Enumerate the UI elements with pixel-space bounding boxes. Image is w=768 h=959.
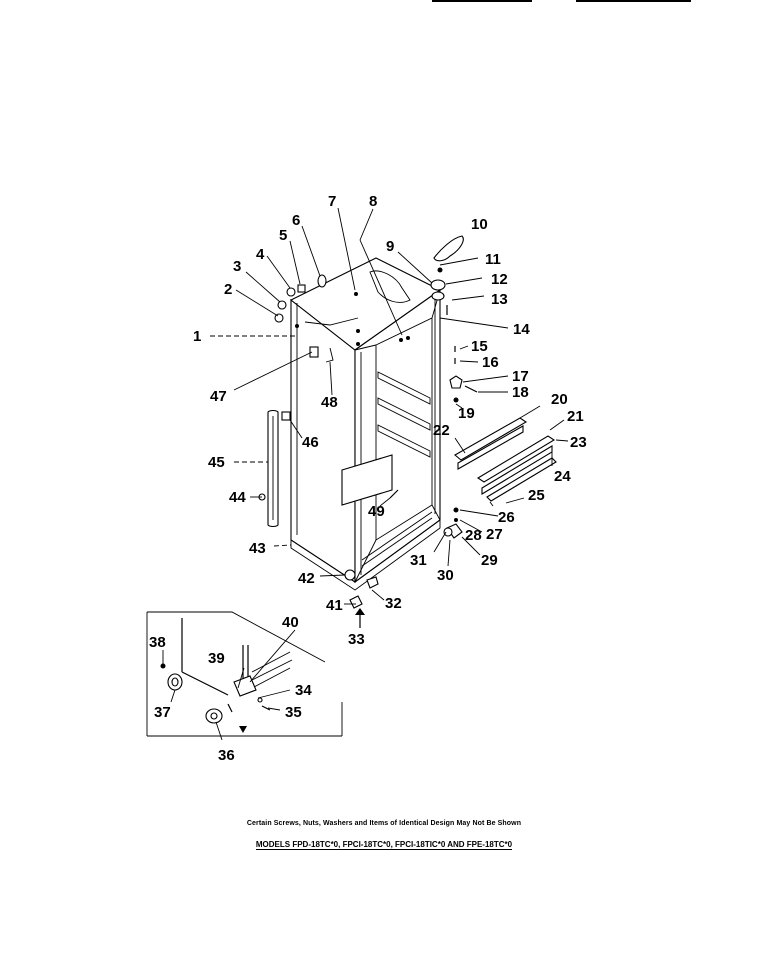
part-label-44: 44 [229,489,246,506]
part-label-26: 26 [498,509,515,526]
small-parts [258,235,478,628]
models-caption: MODELS FPD-18TC*0, FPCI-18TC*0, FPCI-18T… [0,840,768,850]
part-label-4: 4 [256,246,265,263]
part-label-14: 14 [513,321,530,338]
part-label-46: 46 [302,434,319,451]
part-label-15: 15 [471,338,488,355]
part-label-22: 22 [433,422,450,439]
part-label-43: 43 [249,540,266,557]
part-label-6: 6 [292,212,300,229]
part-label-10: 10 [471,216,488,233]
part-label-42: 42 [298,570,315,587]
part-label-9: 9 [386,238,394,255]
models-text: MODELS FPD-18TC*0, FPCI-18TC*0, FPCI-18T… [255,840,513,850]
part-labels: 1 2 3 4 5 6 7 8 9 10 11 12 13 14 15 16 1… [149,193,587,764]
part-label-35: 35 [285,704,302,721]
part-label-16: 16 [482,354,499,371]
part-label-47: 47 [210,388,227,405]
part-label-30: 30 [437,567,454,584]
header-rule-right [576,0,691,2]
part-label-20: 20 [551,391,568,408]
part-label-33: 33 [348,631,365,648]
part-label-1: 1 [193,328,201,345]
part-label-25: 25 [528,487,545,504]
part-label-49: 49 [368,503,385,520]
part-label-24: 24 [554,468,571,485]
part-label-32: 32 [385,595,402,612]
header-rule-left [432,0,532,2]
part-label-34: 34 [295,682,312,699]
inset-detail [146,611,343,737]
part-label-17: 17 [512,368,529,385]
part-label-48: 48 [321,394,338,411]
part-label-3: 3 [233,258,241,275]
part-label-7: 7 [328,193,336,210]
leader-lines [162,207,569,741]
part-label-27: 27 [486,526,503,543]
part-label-2: 2 [224,281,232,298]
part-label-18: 18 [512,384,529,401]
part-label-39: 39 [208,650,225,667]
part-label-41: 41 [326,597,343,614]
door-rails [454,417,557,507]
part-label-8: 8 [369,193,377,210]
part-label-13: 13 [491,291,508,308]
part-label-31: 31 [410,552,427,569]
part-label-40: 40 [282,614,299,631]
part-label-11: 11 [485,251,501,268]
part-label-37: 37 [154,704,171,721]
part-label-29: 29 [481,552,498,569]
part-label-12: 12 [491,271,508,288]
part-label-21: 21 [567,408,584,425]
part-label-23: 23 [570,434,587,451]
part-label-19: 19 [458,405,475,422]
footnote: Certain Screws, Nuts, Washers and Items … [246,820,522,827]
part-label-36: 36 [218,747,235,764]
refrigerator-cabinet [289,257,442,591]
part-label-38: 38 [149,634,166,651]
part-label-28: 28 [465,527,482,544]
part-label-45: 45 [208,454,225,471]
part-label-5: 5 [279,227,287,244]
